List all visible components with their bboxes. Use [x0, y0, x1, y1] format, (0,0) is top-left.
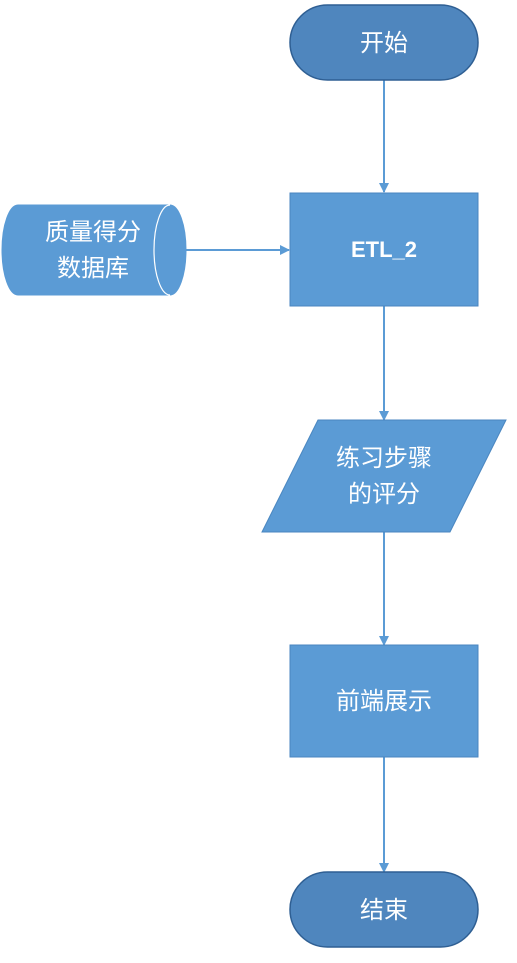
frontend-label: 前端展示: [336, 687, 432, 715]
scores-data-parallelogram: [261, 419, 507, 533]
start-terminator: [289, 4, 479, 81]
scores-label-line2: 的评分: [348, 480, 420, 508]
etl-process-box: [289, 192, 479, 307]
etl-label: ETL_2: [350, 236, 418, 262]
database-label-line1: 质量得分: [45, 218, 141, 246]
scores-label: 练习步骤 的评分: [290, 420, 478, 532]
end-terminator: [289, 871, 479, 948]
start-label: 开始: [360, 28, 408, 57]
end-label: 结束: [360, 895, 408, 924]
frontend-process-box: [289, 644, 479, 758]
scores-label-line1: 练习步骤: [336, 444, 432, 472]
database-label: 质量得分 数据库: [10, 205, 176, 295]
database-label-line2: 数据库: [57, 254, 129, 282]
database-node: [1, 204, 187, 296]
